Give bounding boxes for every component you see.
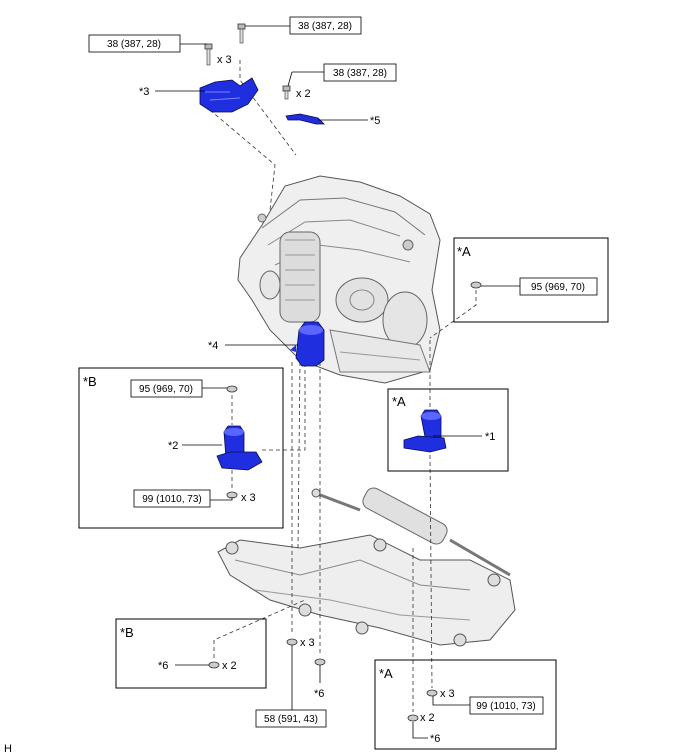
- bolt-icon: [237, 23, 246, 44]
- front-suspension-crossmember: [217, 487, 516, 647]
- nut-icon: [426, 689, 438, 697]
- part-callout: *6: [314, 688, 324, 700]
- part-callout: *6: [430, 733, 440, 745]
- quantity-label: x 2: [222, 660, 237, 672]
- part-5-bracket: [285, 113, 325, 125]
- nut-icon: [407, 714, 419, 722]
- part-callout: *6: [158, 660, 168, 672]
- detail-box-label: *A: [379, 666, 393, 681]
- illustration-code: H: [4, 743, 12, 755]
- quantity-label: x 3: [241, 492, 256, 504]
- leader-dashes: [209, 60, 477, 712]
- part-callout: *3: [139, 86, 149, 98]
- detail-box-a-bottom: [374, 659, 557, 750]
- detail-box-a-top: [453, 237, 609, 323]
- part-callout: *5: [370, 115, 380, 127]
- quantity-label: x 3: [300, 637, 315, 649]
- part-callout: *1: [485, 431, 495, 443]
- detail-box-a-mid: [387, 388, 509, 472]
- part-3-engine-mounting-bracket: [199, 77, 259, 113]
- nut-icon: [314, 658, 326, 666]
- leader-lines: [155, 25, 520, 739]
- part-4-engine-mount: [290, 321, 325, 367]
- detail-box-b-bottom: [115, 618, 267, 689]
- torque-value: 58 (591, 43): [264, 714, 318, 725]
- detail-box-label: *B: [120, 625, 134, 640]
- detail-box-label: *B: [83, 374, 97, 389]
- detail-box-b-left: [78, 367, 284, 529]
- part-1-insulator: [403, 409, 447, 453]
- nut-icon: [470, 281, 482, 289]
- bolt-icon: [282, 85, 291, 100]
- quantity-label: x 2: [420, 712, 435, 724]
- nut-icon: [286, 638, 298, 646]
- quantity-label: x 3: [217, 54, 232, 66]
- torque-value: 99 (1010, 73): [142, 494, 202, 505]
- torque-value: 38 (387, 28): [333, 68, 387, 79]
- detail-box-label: *A: [392, 394, 406, 409]
- bolt-icon: [204, 43, 213, 66]
- engine-assembly: [237, 175, 441, 384]
- part-callout: *2: [168, 440, 178, 452]
- quantity-label: x 3: [440, 688, 455, 700]
- torque-value: 99 (1010, 73): [476, 701, 536, 712]
- part-2-insulator: [216, 425, 263, 471]
- torque-value: 38 (387, 28): [298, 21, 352, 32]
- nut-icon: [226, 385, 238, 393]
- quantity-label: x 2: [296, 88, 311, 100]
- nut-icon: [208, 661, 220, 669]
- detail-box-label: *A: [457, 244, 471, 259]
- part-callout: *4: [208, 340, 218, 352]
- torque-value: 95 (969, 70): [531, 282, 585, 293]
- torque-value: 38 (387, 28): [107, 39, 161, 50]
- torque-value: 95 (969, 70): [139, 384, 193, 395]
